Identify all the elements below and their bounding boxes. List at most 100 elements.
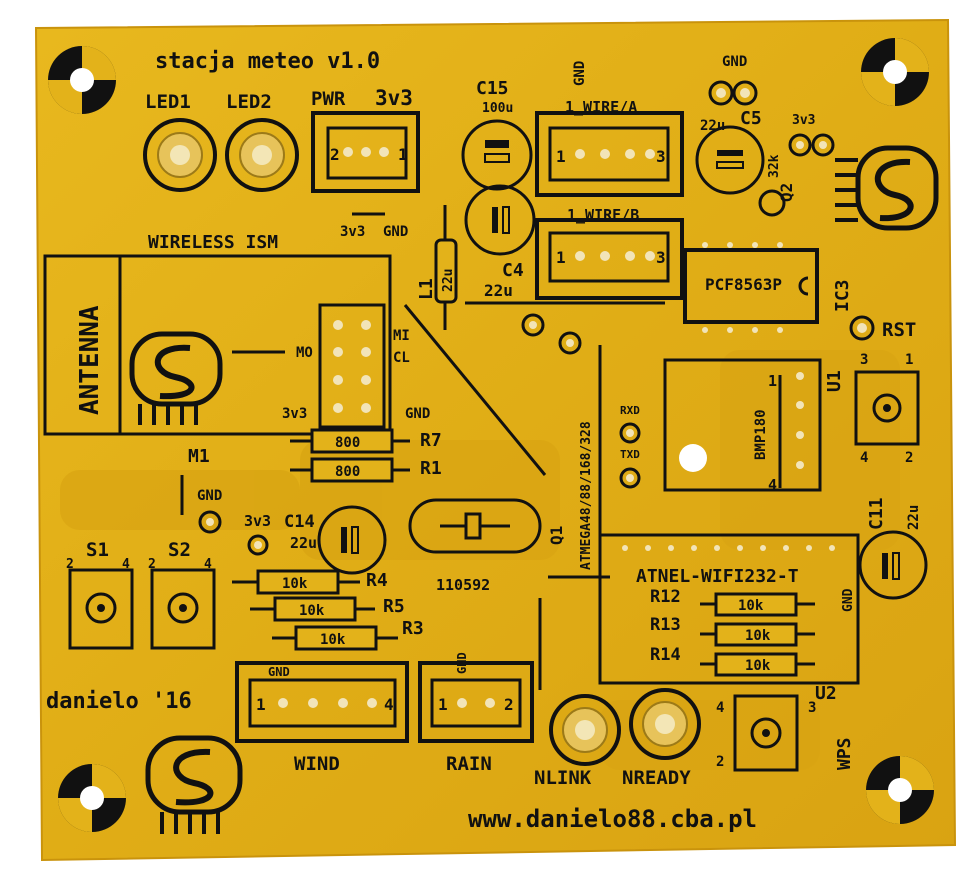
wind-connector: 1 4 bbox=[235, 661, 409, 743]
svg-text:1: 1 bbox=[256, 695, 266, 714]
rain-connector: 1 2 bbox=[418, 661, 534, 743]
r14-label: R14 bbox=[650, 645, 681, 665]
r3-resistor bbox=[272, 625, 398, 651]
led1-label: LED1 bbox=[145, 91, 191, 113]
s1-label: S1 bbox=[86, 539, 109, 561]
atmega-label: ATMEGA48/88/168/328 bbox=[579, 421, 594, 570]
wps-pin4: 4 bbox=[716, 700, 724, 716]
center-pads bbox=[521, 313, 582, 355]
l1-inductor bbox=[434, 205, 458, 330]
q1-label: Q1 bbox=[547, 526, 566, 545]
c11-value: 22u bbox=[906, 505, 922, 530]
r14-resistor bbox=[700, 652, 815, 677]
wps-pin2: 2 bbox=[716, 754, 724, 770]
wifi-module bbox=[548, 533, 860, 685]
u1-pin1: 1 bbox=[768, 372, 777, 390]
website-url: www.danielo88.cba.pl bbox=[468, 805, 757, 833]
c5-label: C5 bbox=[740, 108, 762, 129]
r1-value: 800 bbox=[335, 464, 360, 480]
led1-footprint bbox=[143, 118, 217, 192]
rst-label: RST bbox=[882, 319, 916, 341]
c15-value: 100u bbox=[482, 101, 513, 116]
pwr-label: PWR bbox=[311, 88, 346, 110]
pwr-3v3-pin-label: 3v3 bbox=[340, 224, 365, 240]
s2-pin2: 2 bbox=[148, 557, 156, 572]
crystal-value: 110592 bbox=[436, 576, 490, 594]
r3-label: R3 bbox=[402, 618, 424, 639]
rain-gnd-label: GND bbox=[455, 652, 469, 674]
rxd-txd-pads bbox=[619, 422, 641, 489]
antenna-label: ANTENNA bbox=[75, 305, 105, 415]
c14-value: 22u bbox=[290, 534, 317, 552]
r5-value: 10k bbox=[299, 603, 325, 619]
mounting-hole-br bbox=[866, 756, 934, 824]
bmp180-module bbox=[663, 358, 822, 492]
svg-text:1: 1 bbox=[438, 695, 448, 714]
led2-label: LED2 bbox=[226, 91, 272, 113]
s2-pin4: 4 bbox=[204, 557, 212, 572]
txd-label: TXD bbox=[620, 448, 640, 461]
q2-value: 32k bbox=[767, 154, 782, 178]
v33-right-label: 3v3 bbox=[792, 113, 815, 128]
pwr-connector: 2 1 bbox=[311, 111, 420, 193]
rst-button bbox=[854, 370, 920, 446]
mounting-hole-bl bbox=[58, 764, 126, 832]
rst-pin1: 1 bbox=[905, 352, 913, 368]
svg-text:1: 1 bbox=[556, 248, 566, 267]
r1-resistor bbox=[290, 457, 410, 483]
nready-led bbox=[629, 688, 701, 760]
wifi-gnd-label: GND bbox=[841, 588, 856, 612]
nlink-led bbox=[549, 694, 621, 766]
mo-label: MO bbox=[296, 345, 313, 361]
svg-text:3: 3 bbox=[656, 248, 666, 267]
r12-resistor bbox=[700, 592, 815, 617]
pwr-gnd-pin-label: GND bbox=[383, 224, 408, 240]
isp-3v3-label: 3v3 bbox=[282, 406, 307, 422]
isp-gnd-label: GND bbox=[405, 406, 430, 422]
nlink-label: NLINK bbox=[534, 767, 592, 789]
gnd-top-pads bbox=[708, 80, 758, 106]
wind-gnd-label: GND bbox=[268, 665, 290, 679]
v33-right-pads bbox=[788, 133, 835, 157]
gnd-top-label: GND bbox=[722, 54, 747, 70]
s2-label: S2 bbox=[168, 539, 191, 561]
c4-label: C4 bbox=[502, 260, 524, 281]
q1-crystal bbox=[408, 498, 542, 554]
c11-capacitor bbox=[858, 530, 928, 600]
svg-text:2: 2 bbox=[330, 145, 340, 164]
gnd-left-label: GND bbox=[197, 488, 222, 504]
gnd-left-pad bbox=[198, 510, 222, 534]
c4-capacitor bbox=[464, 184, 536, 256]
svg-text:2: 2 bbox=[504, 695, 514, 714]
author-label: danielo '16 bbox=[46, 689, 192, 714]
ic3-pins bbox=[702, 242, 783, 333]
svg-text:3: 3 bbox=[656, 147, 666, 166]
c14-capacitor bbox=[317, 505, 387, 575]
r4-label: R4 bbox=[366, 570, 388, 591]
mounting-hole-tl bbox=[48, 46, 116, 114]
c15-label: C15 bbox=[476, 78, 509, 99]
r7-value: 800 bbox=[335, 435, 360, 451]
c14-label: C14 bbox=[284, 512, 315, 532]
c4-value: 22u bbox=[484, 281, 513, 300]
c15-capacitor bbox=[461, 119, 533, 191]
r14-value: 10k bbox=[745, 658, 771, 674]
bmp180-label: BMP180 bbox=[753, 409, 769, 460]
u1-pin4: 4 bbox=[768, 476, 777, 494]
wire-a-connector: 1 3 bbox=[535, 111, 684, 197]
mounting-hole-tr bbox=[861, 38, 929, 106]
wps-label: WPS bbox=[834, 737, 855, 770]
module-logo bbox=[129, 331, 223, 425]
r13-value: 10k bbox=[745, 628, 771, 644]
rst-pin3: 3 bbox=[860, 352, 868, 368]
wireless-ism-label: WIRELESS ISM bbox=[148, 232, 278, 253]
q2-crystal bbox=[758, 189, 786, 217]
logo-bottom-left bbox=[145, 735, 243, 834]
m1-label: M1 bbox=[188, 446, 210, 467]
rxd-label: RXD bbox=[620, 404, 640, 417]
logo-top-right bbox=[835, 145, 939, 231]
rain-label: RAIN bbox=[446, 753, 492, 775]
c14-3v3-label: 3v3 bbox=[244, 512, 271, 530]
pcf8563p-chip bbox=[683, 248, 819, 324]
c5-capacitor bbox=[695, 125, 765, 195]
